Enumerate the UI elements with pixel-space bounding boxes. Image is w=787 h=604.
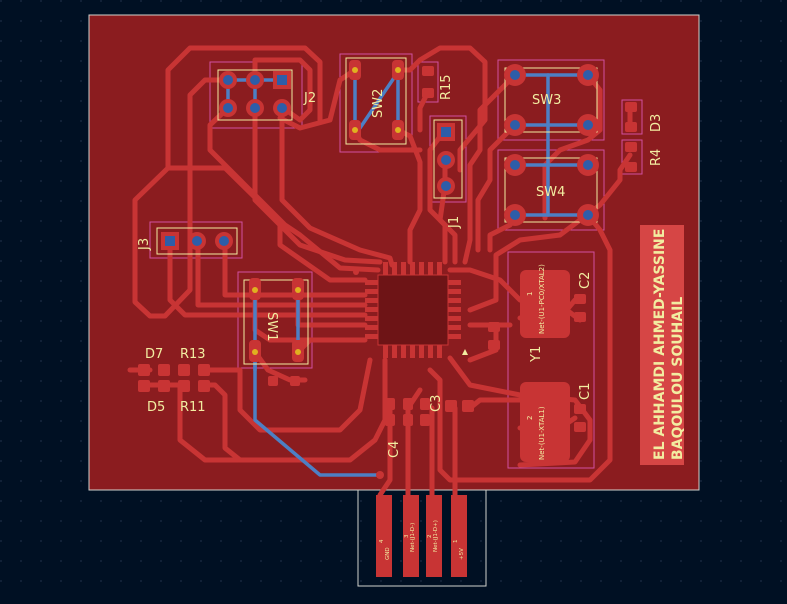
conn-d-plus-label: Net-(J1-D+) xyxy=(433,520,439,552)
ref-r4: R4 xyxy=(649,149,664,166)
conn-pin1-number: 1 xyxy=(453,540,459,544)
d7-led[interactable] xyxy=(138,364,170,376)
ref-c1: C1 xyxy=(578,383,593,400)
j1-header[interactable] xyxy=(433,119,463,199)
vias[interactable] xyxy=(353,269,384,479)
ref-c2: C2 xyxy=(578,272,593,289)
conn-pin3-number: 3 xyxy=(404,534,410,538)
board-title-line1: EL AHHAMDI AHMED-YASSINE xyxy=(652,229,668,460)
j3-header[interactable] xyxy=(156,227,238,255)
ref-sw3: SW3 xyxy=(532,93,561,108)
connector-outline[interactable] xyxy=(357,489,487,587)
ref-sw4: SW4 xyxy=(536,185,565,200)
r4-resistor[interactable] xyxy=(625,142,637,172)
d5-led[interactable] xyxy=(138,380,170,392)
sw1-switch[interactable] xyxy=(243,278,309,365)
ref-y1: Y1 xyxy=(529,346,544,363)
ref-r13: R13 xyxy=(180,347,206,362)
board-title-line2: BAQOULOU SOUHAIL xyxy=(670,297,686,460)
c1-capacitor[interactable] xyxy=(574,404,586,432)
r13-resistor[interactable] xyxy=(178,364,210,376)
r11-resistor[interactable] xyxy=(178,380,210,392)
usb-connector[interactable] xyxy=(376,495,467,577)
ref-sw2: SW2 xyxy=(371,89,386,118)
conn-d-minus-label: Net-(J1-D-) xyxy=(410,523,416,552)
c4-capacitor[interactable] xyxy=(385,398,395,426)
conn-vcc-label: +5V xyxy=(459,548,465,560)
conn-pin4-number: 4 xyxy=(379,539,385,543)
ref-j3: J3 xyxy=(137,238,152,251)
ref-c4: C4 xyxy=(387,441,402,458)
ref-r15: R15 xyxy=(439,74,454,100)
front-tracks[interactable] xyxy=(127,45,633,498)
y1-crystal[interactable] xyxy=(520,270,570,462)
ref-sw1: SW1 xyxy=(264,312,279,341)
sw4-switch[interactable] xyxy=(504,154,599,226)
c3-capacitor[interactable] xyxy=(445,400,474,412)
y1-pin1-number: 1 xyxy=(526,292,534,296)
ref-r11: R11 xyxy=(180,400,206,415)
d3-led[interactable] xyxy=(625,102,637,132)
c-bypass-near-y1[interactable] xyxy=(488,322,500,350)
c2-capacitor[interactable] xyxy=(574,294,586,322)
ref-d7: D7 xyxy=(145,347,163,362)
ref-d5: D5 xyxy=(147,400,165,415)
y1-pin2-number: 2 xyxy=(526,416,534,420)
ref-d3: D3 xyxy=(649,114,664,132)
y1-pad-net-xtal1: Net-(U1-XTAL1) xyxy=(538,406,546,460)
conn-gnd-label: GND xyxy=(385,547,391,560)
y1-pad-net-xtal2: Net-(U1-PC0/XTAL2) xyxy=(538,264,546,334)
misc-smd-pads[interactable] xyxy=(403,398,430,426)
sw1-side-pads[interactable] xyxy=(268,376,300,386)
u1-tqfp[interactable] xyxy=(365,262,468,358)
r15-resistor[interactable] xyxy=(422,66,434,98)
ref-j2: J2 xyxy=(303,91,316,106)
title-box xyxy=(640,225,684,465)
ref-j1: J1 xyxy=(447,216,462,229)
sw3-switch[interactable] xyxy=(504,64,599,136)
j2-header[interactable] xyxy=(217,69,293,121)
sw2-switch[interactable] xyxy=(345,57,407,145)
ref-c3: C3 xyxy=(429,395,444,412)
conn-pin2-number: 2 xyxy=(427,535,433,539)
